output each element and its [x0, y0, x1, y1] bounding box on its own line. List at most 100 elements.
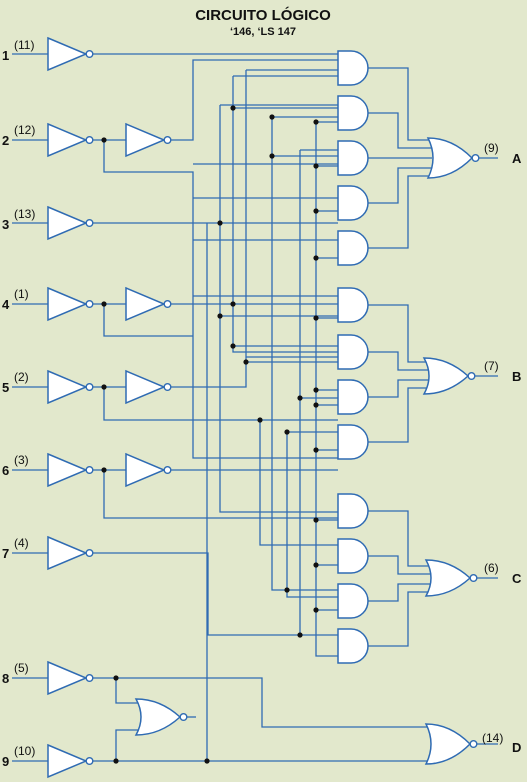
junction-dot-12	[297, 632, 303, 638]
not-gate-3	[47, 205, 88, 241]
input-label-7: 7	[2, 546, 9, 561]
wire-50	[103, 470, 338, 519]
not-gate-6	[47, 452, 88, 488]
wire-17	[368, 167, 432, 204]
input-pin-9: (10)	[14, 744, 35, 758]
and-gate-7	[337, 334, 369, 370]
input-pin-8: (5)	[14, 661, 29, 675]
or-gate-bubble	[179, 713, 188, 722]
nor-gate-2	[422, 357, 470, 395]
junction-dot-25	[284, 429, 290, 435]
wire-20	[368, 304, 428, 363]
nor-gate-3	[424, 559, 472, 597]
and-gate-10	[337, 493, 369, 529]
and-gate-5	[337, 230, 369, 266]
input-label-9: 9	[2, 754, 9, 769]
not-gate-bubble-10	[163, 135, 172, 144]
wire-77	[115, 678, 140, 704]
nor-gate-bubble-3	[469, 574, 478, 583]
not-gate-bubble-12	[163, 383, 172, 392]
not-gate-7	[47, 535, 88, 571]
junction-dot-23	[313, 562, 319, 568]
and-gate-6	[337, 287, 369, 323]
and-gate-8	[337, 379, 369, 415]
input-label-5: 5	[2, 380, 9, 395]
not-gate-bubble-1	[85, 50, 94, 59]
and-gate-9	[337, 424, 369, 460]
wire-34	[219, 105, 338, 513]
not-gate-1	[47, 36, 88, 72]
output-pin-a: (9)	[484, 141, 499, 155]
wire-25	[368, 510, 430, 567]
input-pin-5: (2)	[14, 370, 29, 384]
and-gate-13	[337, 628, 369, 664]
junction-dot-30	[113, 758, 119, 764]
junction-dot-8	[243, 359, 249, 365]
input-pin-6: (3)	[14, 453, 29, 467]
not-gate-12	[125, 369, 166, 405]
wire-23	[368, 387, 428, 443]
output-label-a: A	[512, 151, 522, 166]
wire-22	[368, 379, 428, 398]
junction-dot-16	[313, 208, 319, 214]
input-label-2: 2	[2, 133, 9, 148]
input-label-6: 6	[2, 463, 9, 478]
nor-gate-1	[426, 137, 474, 179]
junction-dot-5	[217, 220, 223, 226]
nor-gate-bubble-5	[469, 740, 478, 749]
output-label-c: C	[512, 571, 522, 586]
nor-gate-bubble-2	[467, 372, 476, 381]
wire-18	[368, 175, 432, 249]
junction-dot-3	[101, 384, 107, 390]
not-gate-13	[125, 452, 166, 488]
junction-dot-26	[284, 587, 290, 593]
and-gate-3	[337, 140, 369, 176]
not-gate-2	[47, 122, 88, 158]
not-gate-bubble-8	[85, 674, 94, 683]
junction-dot-22	[313, 517, 319, 523]
wire-80	[115, 729, 140, 761]
wire-28	[368, 591, 430, 647]
output-label-d: D	[512, 740, 521, 755]
not-gate-bubble-3	[85, 218, 94, 227]
input-pin-3: (13)	[14, 207, 35, 221]
wire-78	[116, 677, 430, 728]
output-pin-c: (6)	[484, 561, 499, 575]
junctions	[101, 105, 319, 764]
wire-41	[171, 361, 338, 388]
not-gate-bubble-4	[85, 300, 94, 309]
junction-dot-24	[313, 607, 319, 613]
diagram-subtitle: ‘146, ‘LS 147	[230, 26, 296, 38]
wires	[12, 53, 498, 762]
junction-dot-19	[313, 387, 319, 393]
output-pin-d: (14)	[482, 731, 503, 745]
gates	[47, 36, 480, 779]
wire-40	[103, 304, 193, 337]
junction-dot-9	[257, 417, 263, 423]
junction-dot-15	[313, 163, 319, 169]
junction-dot-13	[297, 395, 303, 401]
junction-dot-14	[313, 119, 319, 125]
not-gate-bubble-11	[163, 300, 172, 309]
and-gate-4	[337, 185, 369, 221]
not-gate-bubble-13	[163, 466, 172, 475]
diagram-title: CIRCUITO LÓGICO	[195, 6, 331, 24]
nor-gate-5	[424, 723, 472, 765]
and-gate-12	[337, 583, 369, 619]
wire-21	[368, 351, 428, 371]
junction-dot-31	[204, 758, 210, 764]
and-gate-2	[337, 95, 369, 131]
junction-dot-29	[113, 675, 119, 681]
not-gate-bubble-2	[85, 135, 94, 144]
wire-15	[368, 112, 432, 149]
junction-dot-2	[101, 301, 107, 307]
not-gate-5	[47, 369, 88, 405]
junction-dot-20	[313, 402, 319, 408]
input-label-8: 8	[2, 671, 9, 686]
input-label-1: 1	[2, 48, 9, 63]
output-label-b: B	[512, 369, 521, 384]
and-gate-1	[337, 50, 369, 86]
not-gate-bubble-5	[85, 383, 94, 392]
wire-31	[171, 59, 338, 141]
